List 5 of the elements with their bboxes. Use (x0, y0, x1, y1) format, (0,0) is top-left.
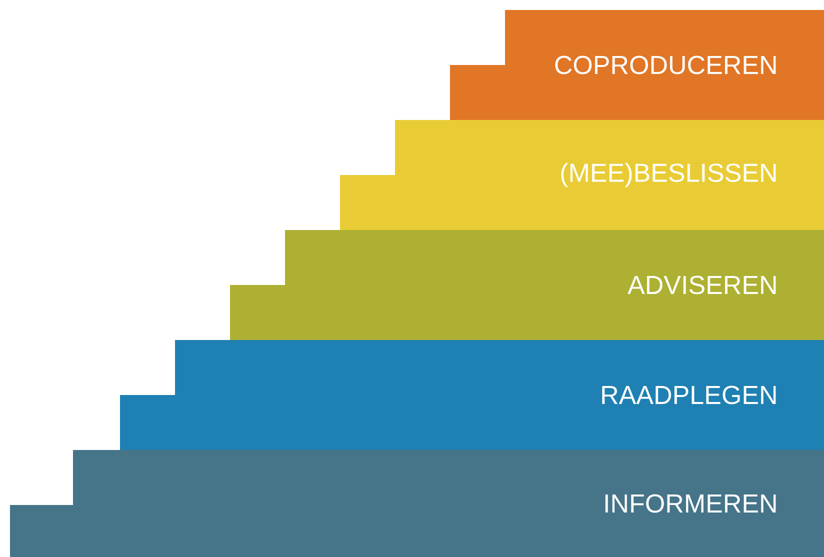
step-band: (MEE)BESLISSEN (340, 120, 824, 230)
step-band: COPRODUCEREN (450, 10, 824, 120)
step-band: RAADPLEGEN (120, 340, 824, 450)
step-band: INFORMEREN (10, 450, 824, 557)
step-band: ADVISEREN (230, 230, 824, 340)
